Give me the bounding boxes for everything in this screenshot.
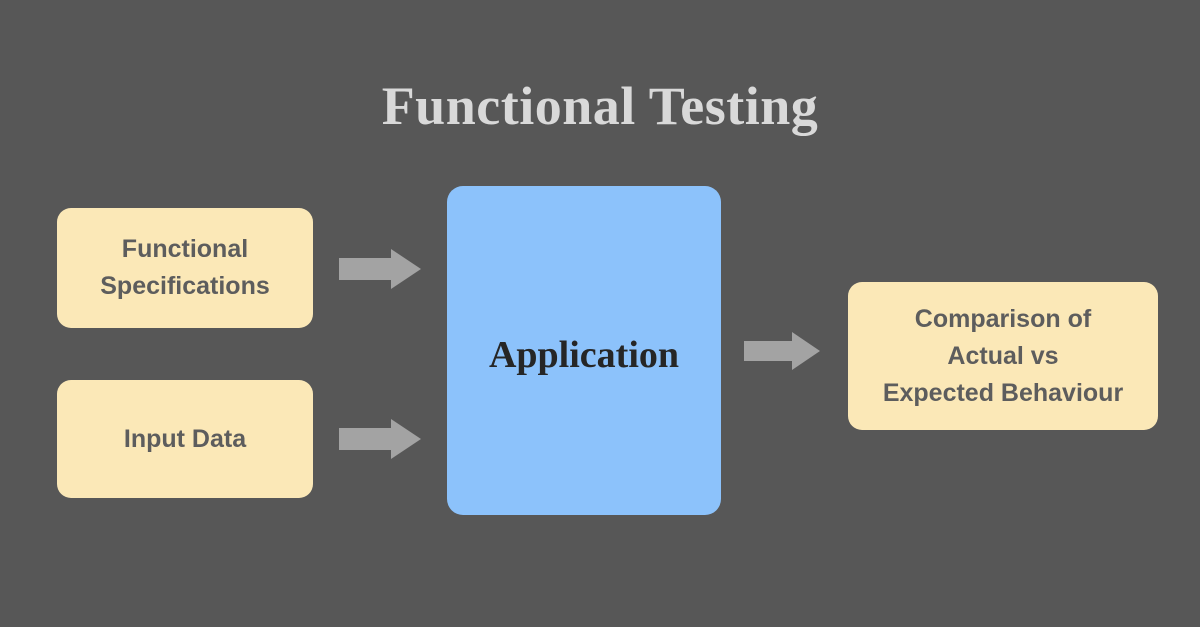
page-title: Functional Testing — [381, 76, 819, 136]
node-label: Application — [488, 333, 680, 376]
node-label-line-2: Actual vs — [947, 341, 1059, 370]
arrow-right-icon — [339, 249, 421, 289]
node-input-data[interactable]: Input Data — [57, 380, 313, 498]
node-label: Input Data — [123, 424, 247, 453]
node-label-line-1: Functional — [121, 235, 249, 263]
node-label-line-1: Comparison of — [914, 304, 1092, 333]
node-label-line-2: Specifications — [100, 272, 270, 300]
node-label-line-3: Expected Behaviour — [882, 378, 1124, 407]
node-comparison[interactable]: Comparison of Actual vs Expected Behaviour — [848, 282, 1158, 430]
node-label: Comparison of Actual vs Expected Behaviour — [875, 301, 1131, 412]
node-application[interactable]: Application — [447, 186, 721, 515]
arrow-right-icon — [339, 419, 421, 459]
arrow-right-icon — [744, 332, 820, 370]
